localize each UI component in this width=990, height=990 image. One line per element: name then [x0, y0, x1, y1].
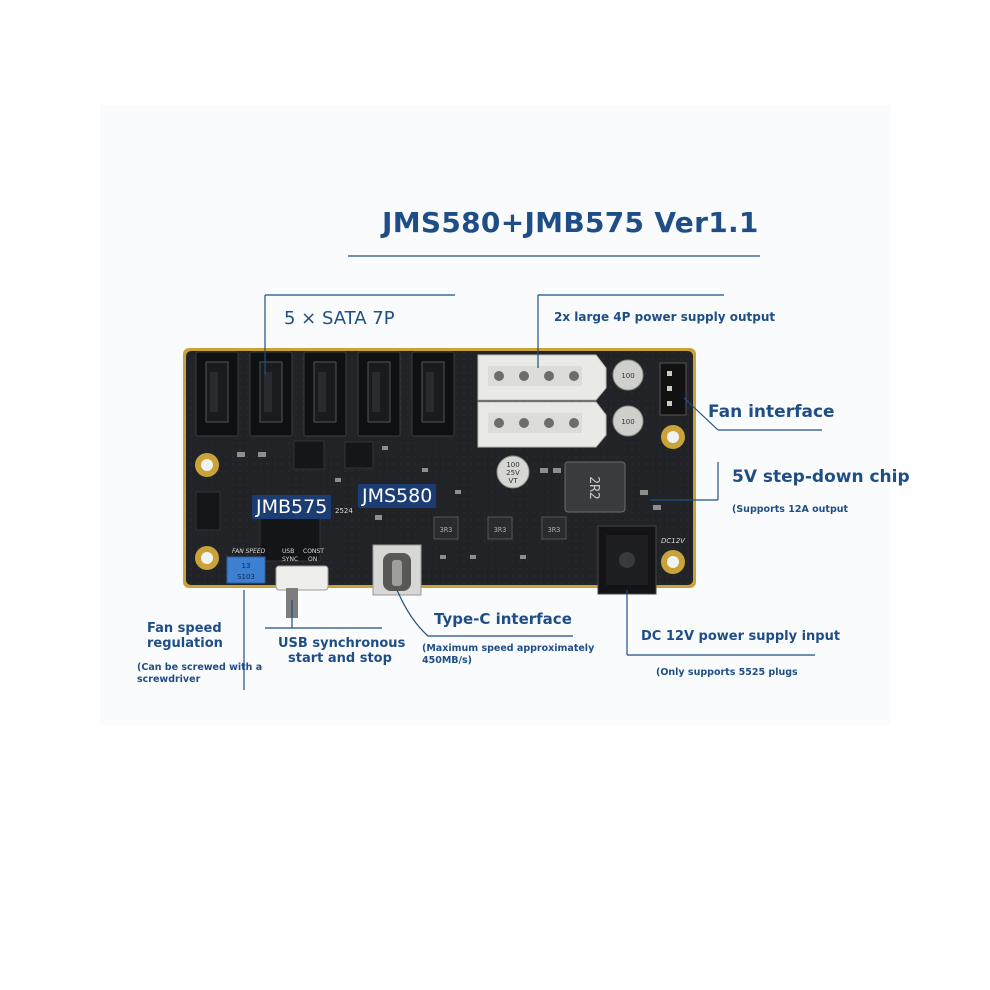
page-title: JMS580+JMB575 Ver1.1 — [382, 206, 759, 239]
molex-connector-bottom — [477, 401, 607, 448]
type-c-port — [372, 544, 422, 596]
silk-board-num: 2524 — [335, 507, 353, 515]
ic-chip-left — [195, 491, 221, 531]
power-output-label: 2x large 4P power supply output — [554, 310, 776, 324]
pot-label-13: 13 — [242, 562, 251, 570]
fan-speed-label-line1: Fan speed — [147, 621, 222, 636]
typec-label: Type-C interface — [434, 610, 572, 628]
usb-sync-switch — [275, 565, 329, 618]
dc-input-note: (Only supports 5525 plugs — [656, 667, 798, 678]
fan-speed-label-line2: regulation — [147, 636, 223, 651]
sata-port-3 — [303, 351, 347, 437]
fan-callout-diag — [683, 397, 719, 431]
usb-sync-label-line2: start and stop — [288, 651, 392, 666]
smd-components — [237, 446, 661, 559]
fan-interface-label: Fan interface — [708, 402, 835, 422]
typec-note-line2: 450MB/s) — [422, 655, 472, 666]
dc-input-label: DC 12V power supply input — [641, 629, 841, 644]
capacitor-middle: 100 — [612, 405, 644, 437]
cap-label: 100 — [621, 372, 634, 380]
cap-label-100: 100 — [506, 461, 519, 469]
callout-lines — [243, 255, 822, 690]
capacitor-top: 100 — [612, 359, 644, 391]
pot-label-103: S103 — [237, 573, 255, 581]
sata-port-1 — [195, 351, 239, 437]
jmb575-chip — [259, 512, 321, 562]
sata-label: 5 × SATA 7P — [284, 308, 395, 329]
silk-dc12v: DC12V — [661, 537, 686, 545]
sata-ports — [195, 351, 455, 437]
mounting-holes — [195, 425, 685, 574]
molex-connector-top — [477, 354, 607, 401]
sata-port-5 — [411, 351, 455, 437]
capacitor-lower: 100 25V VT — [496, 455, 530, 489]
cap-label-25v: 25V — [506, 469, 520, 477]
typec-callout — [396, 589, 573, 637]
jmb575-label: JMB575 — [252, 495, 332, 519]
ic-chip-small — [293, 440, 325, 470]
fan-speed-note-line1: (Can be screwed with a — [137, 662, 263, 673]
silk-sync: SYNC — [282, 556, 298, 563]
typec-note-line1: (Maximum speed approximately — [422, 643, 595, 654]
inductor-label: 2R2 — [586, 476, 601, 499]
res-label: 3R3 — [494, 526, 507, 534]
cap-label-vt: VT — [508, 477, 518, 485]
power-resistors: 3R3 3R3 3R3 — [433, 516, 567, 540]
fan-header — [659, 362, 687, 416]
dc-jack — [597, 525, 657, 595]
res-label: 3R3 — [440, 526, 453, 534]
jms580-label: JMS580 — [358, 484, 437, 508]
silk-const: CONST — [303, 548, 324, 555]
sata-port-4 — [357, 351, 401, 437]
silk-fan-speed: FAN SPEED — [232, 548, 266, 555]
fan-speed-potentiometer: 13 S103 — [226, 556, 266, 584]
cap-label: 100 — [621, 418, 634, 426]
silk-usb: USB — [282, 548, 294, 555]
fan-speed-note-line2: screwdriver — [137, 674, 201, 685]
stepdown-label: 5V step-down chip — [732, 467, 910, 487]
silk-on: ON — [308, 556, 317, 563]
ic-chip-small-2 — [344, 441, 374, 469]
inductor: 2R2 — [564, 461, 626, 513]
usb-sync-label-line1: USB synchronous — [278, 636, 406, 651]
sata-port-2 — [249, 351, 293, 437]
stepdown-note: (Supports 12A output — [732, 504, 849, 515]
res-label: 3R3 — [548, 526, 561, 534]
